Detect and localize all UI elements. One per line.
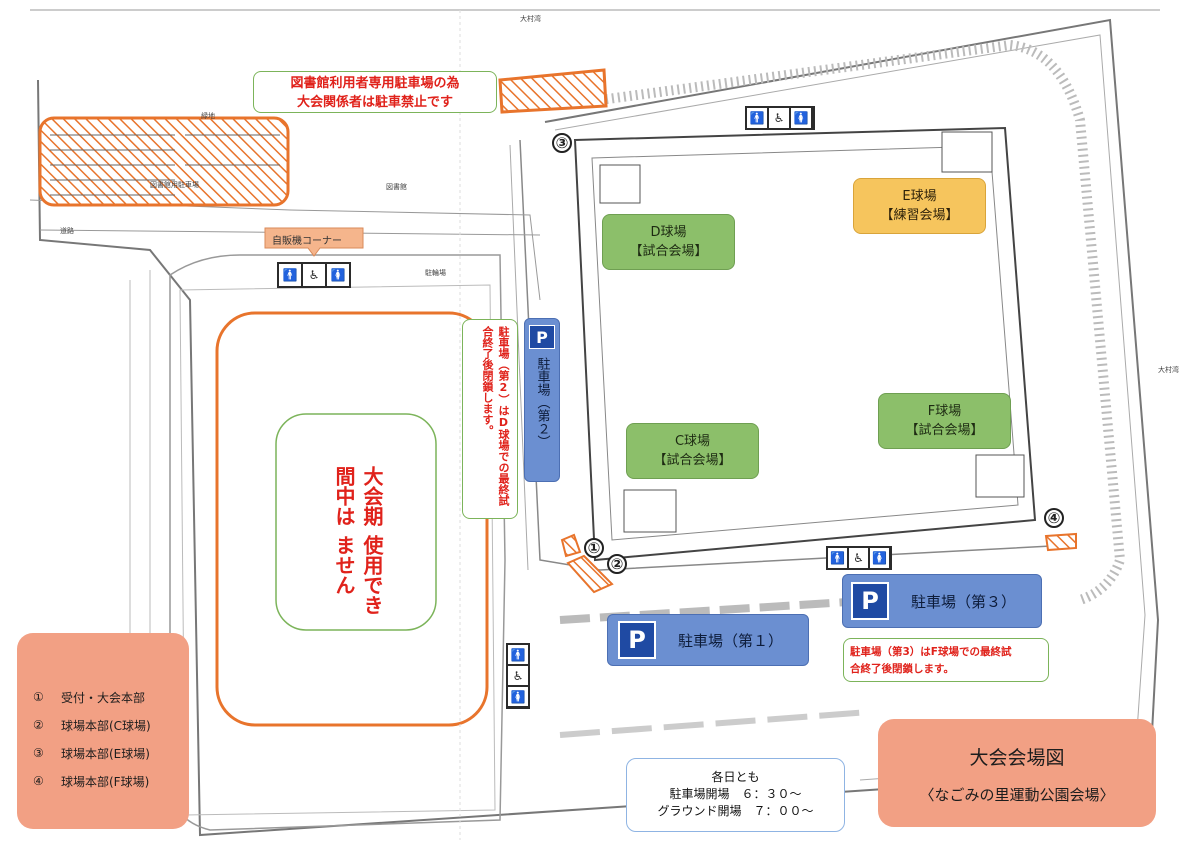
field-c: C球場 【試合会場】	[626, 423, 759, 479]
library-label: 図書館	[386, 183, 407, 191]
restroom-icons-top: 🚹 ♿ 🚺	[745, 106, 815, 130]
parking2-closure-note: 駐車場（第2）はD球場での最終試合終了後閉鎖します。	[462, 319, 518, 519]
parking3-note-line1: 駐車場（第3）はF球場での最終試	[850, 646, 1012, 658]
field-c-role: 【試合会場】	[653, 453, 732, 468]
hours-line1: 各日とも	[711, 770, 760, 784]
marker-3: ③	[552, 133, 572, 153]
road-label: 道路	[60, 227, 74, 235]
legend-label: 球場本部(E球場)	[61, 746, 150, 761]
map-title: 大会会場図	[969, 747, 1065, 769]
field-f-name: F球場	[927, 404, 962, 419]
legend-item: ② 球場本部(C球場)	[33, 711, 189, 739]
parking-lot-3: P 駐車場（第３）	[842, 574, 1042, 628]
parking-lot-2-label: 駐車場（第２）	[534, 357, 550, 448]
library-parking-notice: 図書館利用者専用駐車場の為 大会関係者は駐車禁止です	[253, 71, 497, 113]
green-area-label: 緑地	[201, 112, 215, 120]
closed-area-line1: 大会期間中は	[332, 466, 384, 526]
field-d: D球場 【試合会場】	[602, 214, 735, 270]
male-restroom-icon: 🚹	[508, 645, 528, 664]
restroom-icons-vertical: 🚹 ♿ 🚺	[506, 643, 530, 709]
library-notice-line1: 図書館利用者専用駐車場の為	[290, 76, 460, 91]
hours-line3: グラウンド開場 ７：００～	[657, 804, 814, 818]
legend-item: ① 受付・大会本部	[33, 683, 189, 711]
field-e-role: 【練習会場】	[880, 208, 959, 223]
parking-p-icon: P	[529, 325, 555, 349]
marker-2: ②	[607, 554, 627, 574]
legend-label: 受付・大会本部	[61, 690, 146, 705]
accessible-icon: ♿	[303, 264, 325, 286]
hours-line2: 駐車場開場 ６：３０～	[669, 787, 802, 801]
right-road-label: 大村湾	[1158, 366, 1179, 374]
parking-lot-1: P 駐車場（第１）	[607, 614, 809, 666]
parking-p-icon: P	[618, 621, 656, 659]
field-e: E球場 【練習会場】	[853, 178, 986, 234]
field-d-name: D球場	[650, 225, 687, 240]
vending-corner-label: 自販機コーナー	[272, 236, 342, 247]
male-restroom-icon: 🚹	[828, 548, 847, 568]
legend-item: ④ 球場本部(F球場)	[33, 767, 189, 795]
field-f-role: 【試合会場】	[905, 423, 984, 438]
legend-panel: ① 受付・大会本部 ② 球場本部(C球場) ③ 球場本部(E球場) ④ 球場本部(F球場…	[17, 633, 189, 829]
legend-item: ③ 球場本部(E球場)	[33, 739, 189, 767]
library-lot-label: 図書館用駐車場	[150, 181, 199, 189]
female-restroom-icon: 🚺	[791, 108, 811, 128]
female-restroom-icon: 🚺	[327, 264, 349, 286]
legend-number: ④	[33, 774, 44, 788]
accessible-icon: ♿	[508, 666, 528, 685]
male-restroom-icon: 🚹	[747, 108, 767, 128]
male-restroom-icon: 🚹	[279, 264, 301, 286]
legend-label: 球場本部(F球場)	[61, 774, 150, 789]
marker-4: ④	[1044, 508, 1064, 528]
restroom-icons-left: 🚹 ♿ 🚺	[277, 262, 351, 288]
closed-area-line2: 使用できません	[332, 535, 384, 616]
map-subtitle: 〈なごみの里運動公園会場〉	[919, 786, 1115, 804]
bicycle-parking-label: 駐輪場	[425, 269, 446, 277]
map-title-panel: 大会会場図 〈なごみの里運動公園会場〉	[878, 719, 1156, 827]
restroom-icons-bottom: 🚹 ♿ 🚺	[826, 546, 892, 570]
parking-lot-3-label: 駐車場（第３）	[911, 592, 1017, 611]
female-restroom-icon: 🚺	[508, 687, 528, 706]
opening-hours-box: 各日とも 駐車場開場 ６：３０～ グラウンド開場 ７：００～	[626, 758, 845, 832]
field-c-name: C球場	[674, 434, 711, 449]
parking3-note-line2: 合終了後閉鎖します。	[850, 663, 954, 675]
legend-number: ③	[33, 746, 44, 760]
field-e-name: E球場	[902, 189, 937, 204]
parking-lot-1-label: 駐車場（第１）	[678, 631, 784, 650]
accessible-icon: ♿	[769, 108, 789, 128]
marker-1: ①	[584, 538, 604, 558]
female-restroom-icon: 🚺	[870, 548, 889, 568]
legend-label: 球場本部(C球場)	[61, 718, 151, 733]
parking3-closure-note: 駐車場（第3）はF球場での最終試 合終了後閉鎖します。	[843, 638, 1049, 682]
parking-lot-2: P 駐車場（第２）	[524, 318, 560, 482]
legend-number: ②	[33, 718, 44, 732]
parking-p-icon: P	[851, 582, 889, 620]
field-d-role: 【試合会場】	[629, 244, 708, 259]
library-notice-line2: 大会関係者は駐車禁止です	[296, 95, 453, 110]
accessible-icon: ♿	[849, 548, 868, 568]
top-road-label: 大村湾	[520, 15, 541, 23]
legend-number: ①	[33, 690, 44, 704]
closed-area-notice: 大会期間中は 使用できません	[330, 466, 386, 616]
field-f: F球場 【試合会場】	[878, 393, 1011, 449]
